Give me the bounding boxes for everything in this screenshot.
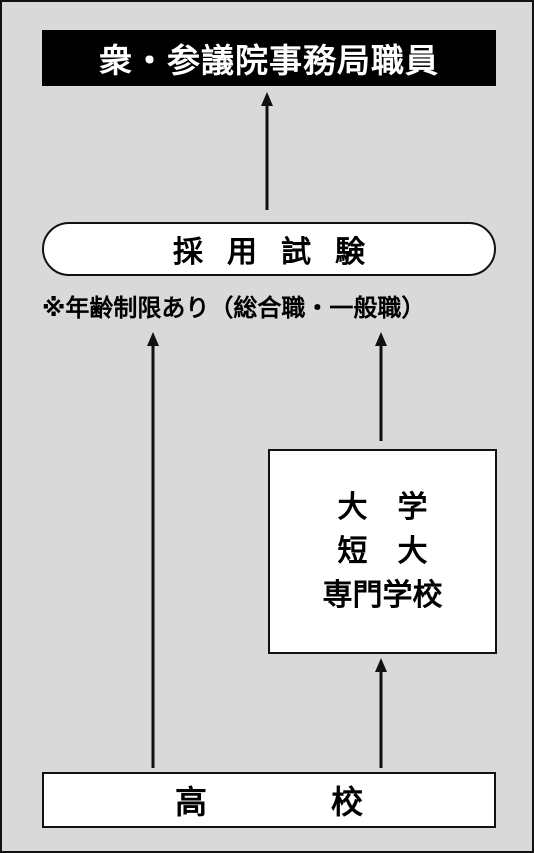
arrow-highschool-to-university <box>375 658 387 768</box>
arrow-exam-to-title <box>261 92 273 210</box>
high-school-char-1: 高 <box>174 783 207 821</box>
destination-title: 衆・参議院事務局職員 <box>99 41 439 80</box>
arrow-university-to-exam <box>375 332 387 441</box>
exam-label: 採用試験 <box>173 235 389 270</box>
high-school-char-2: 校 <box>331 783 364 821</box>
high-school-box: 高 校 <box>42 772 496 828</box>
vocational-school-line: 専門学校 <box>322 577 443 613</box>
junior-college-line: 短 大 <box>337 533 428 569</box>
age-limit-note: ※年齢制限あり（総合職・一般職） <box>42 294 426 322</box>
university-box: 大 学 短 大 専門学校 <box>268 449 497 654</box>
arrow-highschool-to-exam <box>147 332 159 768</box>
destination-title-box: 衆・参議院事務局職員 <box>42 30 496 86</box>
university-line: 大 学 <box>337 489 428 525</box>
exam-box: 採用試験 <box>42 222 496 276</box>
